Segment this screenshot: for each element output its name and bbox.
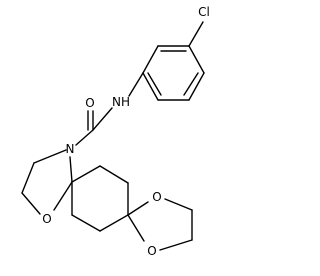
bond-ring xyxy=(69,156,73,183)
bond-ring xyxy=(164,198,193,211)
ring-nitrogen-label: N xyxy=(66,142,75,156)
bond-ring xyxy=(71,214,101,232)
bond-ring xyxy=(159,239,193,251)
dioxolane-ring xyxy=(127,198,193,251)
bond-ring xyxy=(99,214,129,232)
cyclohexane-ring xyxy=(71,165,129,232)
bond-ring xyxy=(188,45,205,74)
oxazolidine-ring xyxy=(21,149,73,215)
bond-c-nh xyxy=(128,72,144,97)
bond-ring xyxy=(127,201,149,216)
chlorine-label: Cl xyxy=(198,5,210,19)
chlorophenyl-ring xyxy=(142,21,205,101)
carbonyl-oxygen-label: O xyxy=(85,96,94,110)
structure-diagram: Cl O NH N O O O xyxy=(21,5,210,258)
dioxolane-oxygen-top-label: O xyxy=(152,190,161,204)
bond-ring xyxy=(71,165,101,183)
dioxolane-oxygen-bottom-label: O xyxy=(147,244,156,258)
amide-linkage xyxy=(75,72,144,146)
bond-nh-co xyxy=(92,107,113,131)
bond-ring xyxy=(53,181,73,211)
bond-ring-double xyxy=(147,72,162,96)
bond-ring xyxy=(142,72,159,101)
atom-labels: Cl O NH N O O O xyxy=(42,5,210,258)
bond-ring xyxy=(33,149,67,164)
bond-ring-double xyxy=(183,72,199,96)
molecule-svg: Cl O NH N O O O xyxy=(21,5,210,258)
oxazolidine-oxygen-label: O xyxy=(42,212,51,226)
bond-cl-c xyxy=(188,21,204,47)
bond-ring xyxy=(142,45,159,74)
amide-nitrogen-label: NH xyxy=(112,95,130,109)
bond-ring xyxy=(188,72,205,101)
bond-ring xyxy=(21,192,41,215)
bond-ring xyxy=(99,165,129,184)
bond-ring xyxy=(127,214,145,242)
bond-ring xyxy=(21,162,35,194)
bond-c-n xyxy=(75,129,94,146)
